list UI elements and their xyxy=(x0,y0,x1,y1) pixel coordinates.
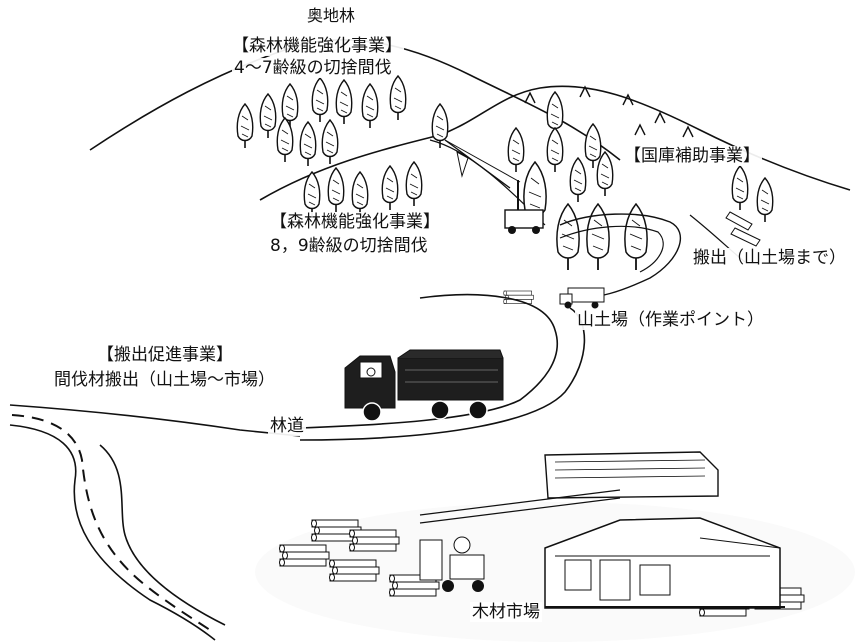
mid-forest-trees xyxy=(303,103,449,217)
label-hanshutsu: 搬出（山土場まで） xyxy=(691,248,848,268)
label-mid-detail: 8，9齢級の切捨間伐 xyxy=(268,236,430,256)
forwarder-icon xyxy=(559,287,605,309)
label-kokko-project: 【国庫補助事業】 xyxy=(622,146,762,166)
label-top-detail: 4～7齢級の切捨間伐 xyxy=(232,58,394,78)
label-top-project: 【森林機能強化事業】 xyxy=(230,36,404,56)
market-area xyxy=(255,451,855,642)
log-truck-icon xyxy=(344,349,504,422)
felled-logs xyxy=(725,211,761,247)
market-building-icon xyxy=(544,451,781,609)
label-yamadoba: 山土場（作業ポイント） xyxy=(575,310,766,330)
left-road-edge-c xyxy=(99,444,226,626)
left-road-centre xyxy=(11,414,211,631)
kokko-forest-trees xyxy=(507,91,774,271)
label-promo-detail: 間伐材搬出（山土場～市場） xyxy=(52,370,277,390)
log-pile-icon xyxy=(503,290,534,304)
label-okuchi-forest: 奥地林 xyxy=(307,6,356,25)
cable-yarder-icon xyxy=(444,139,544,234)
forklift-icon xyxy=(419,536,485,592)
main-road-edge-b xyxy=(299,307,586,441)
main-road-edge-a xyxy=(299,293,558,429)
ground-line xyxy=(545,606,785,608)
conveyor xyxy=(419,489,621,524)
label-rindo: 林道 xyxy=(268,416,306,436)
upper-forest-trees xyxy=(236,75,407,167)
label-market: 木材市場 xyxy=(470,602,542,622)
forest-road-upper xyxy=(559,213,681,301)
left-road-edge-a xyxy=(9,404,301,437)
label-promo-project: 【搬出促進事業】 xyxy=(95,345,235,365)
left-road-edge-b xyxy=(9,424,216,641)
label-mid-project: 【森林機能強化事業】 xyxy=(268,212,442,232)
forest-road-upper-edge xyxy=(559,225,664,273)
